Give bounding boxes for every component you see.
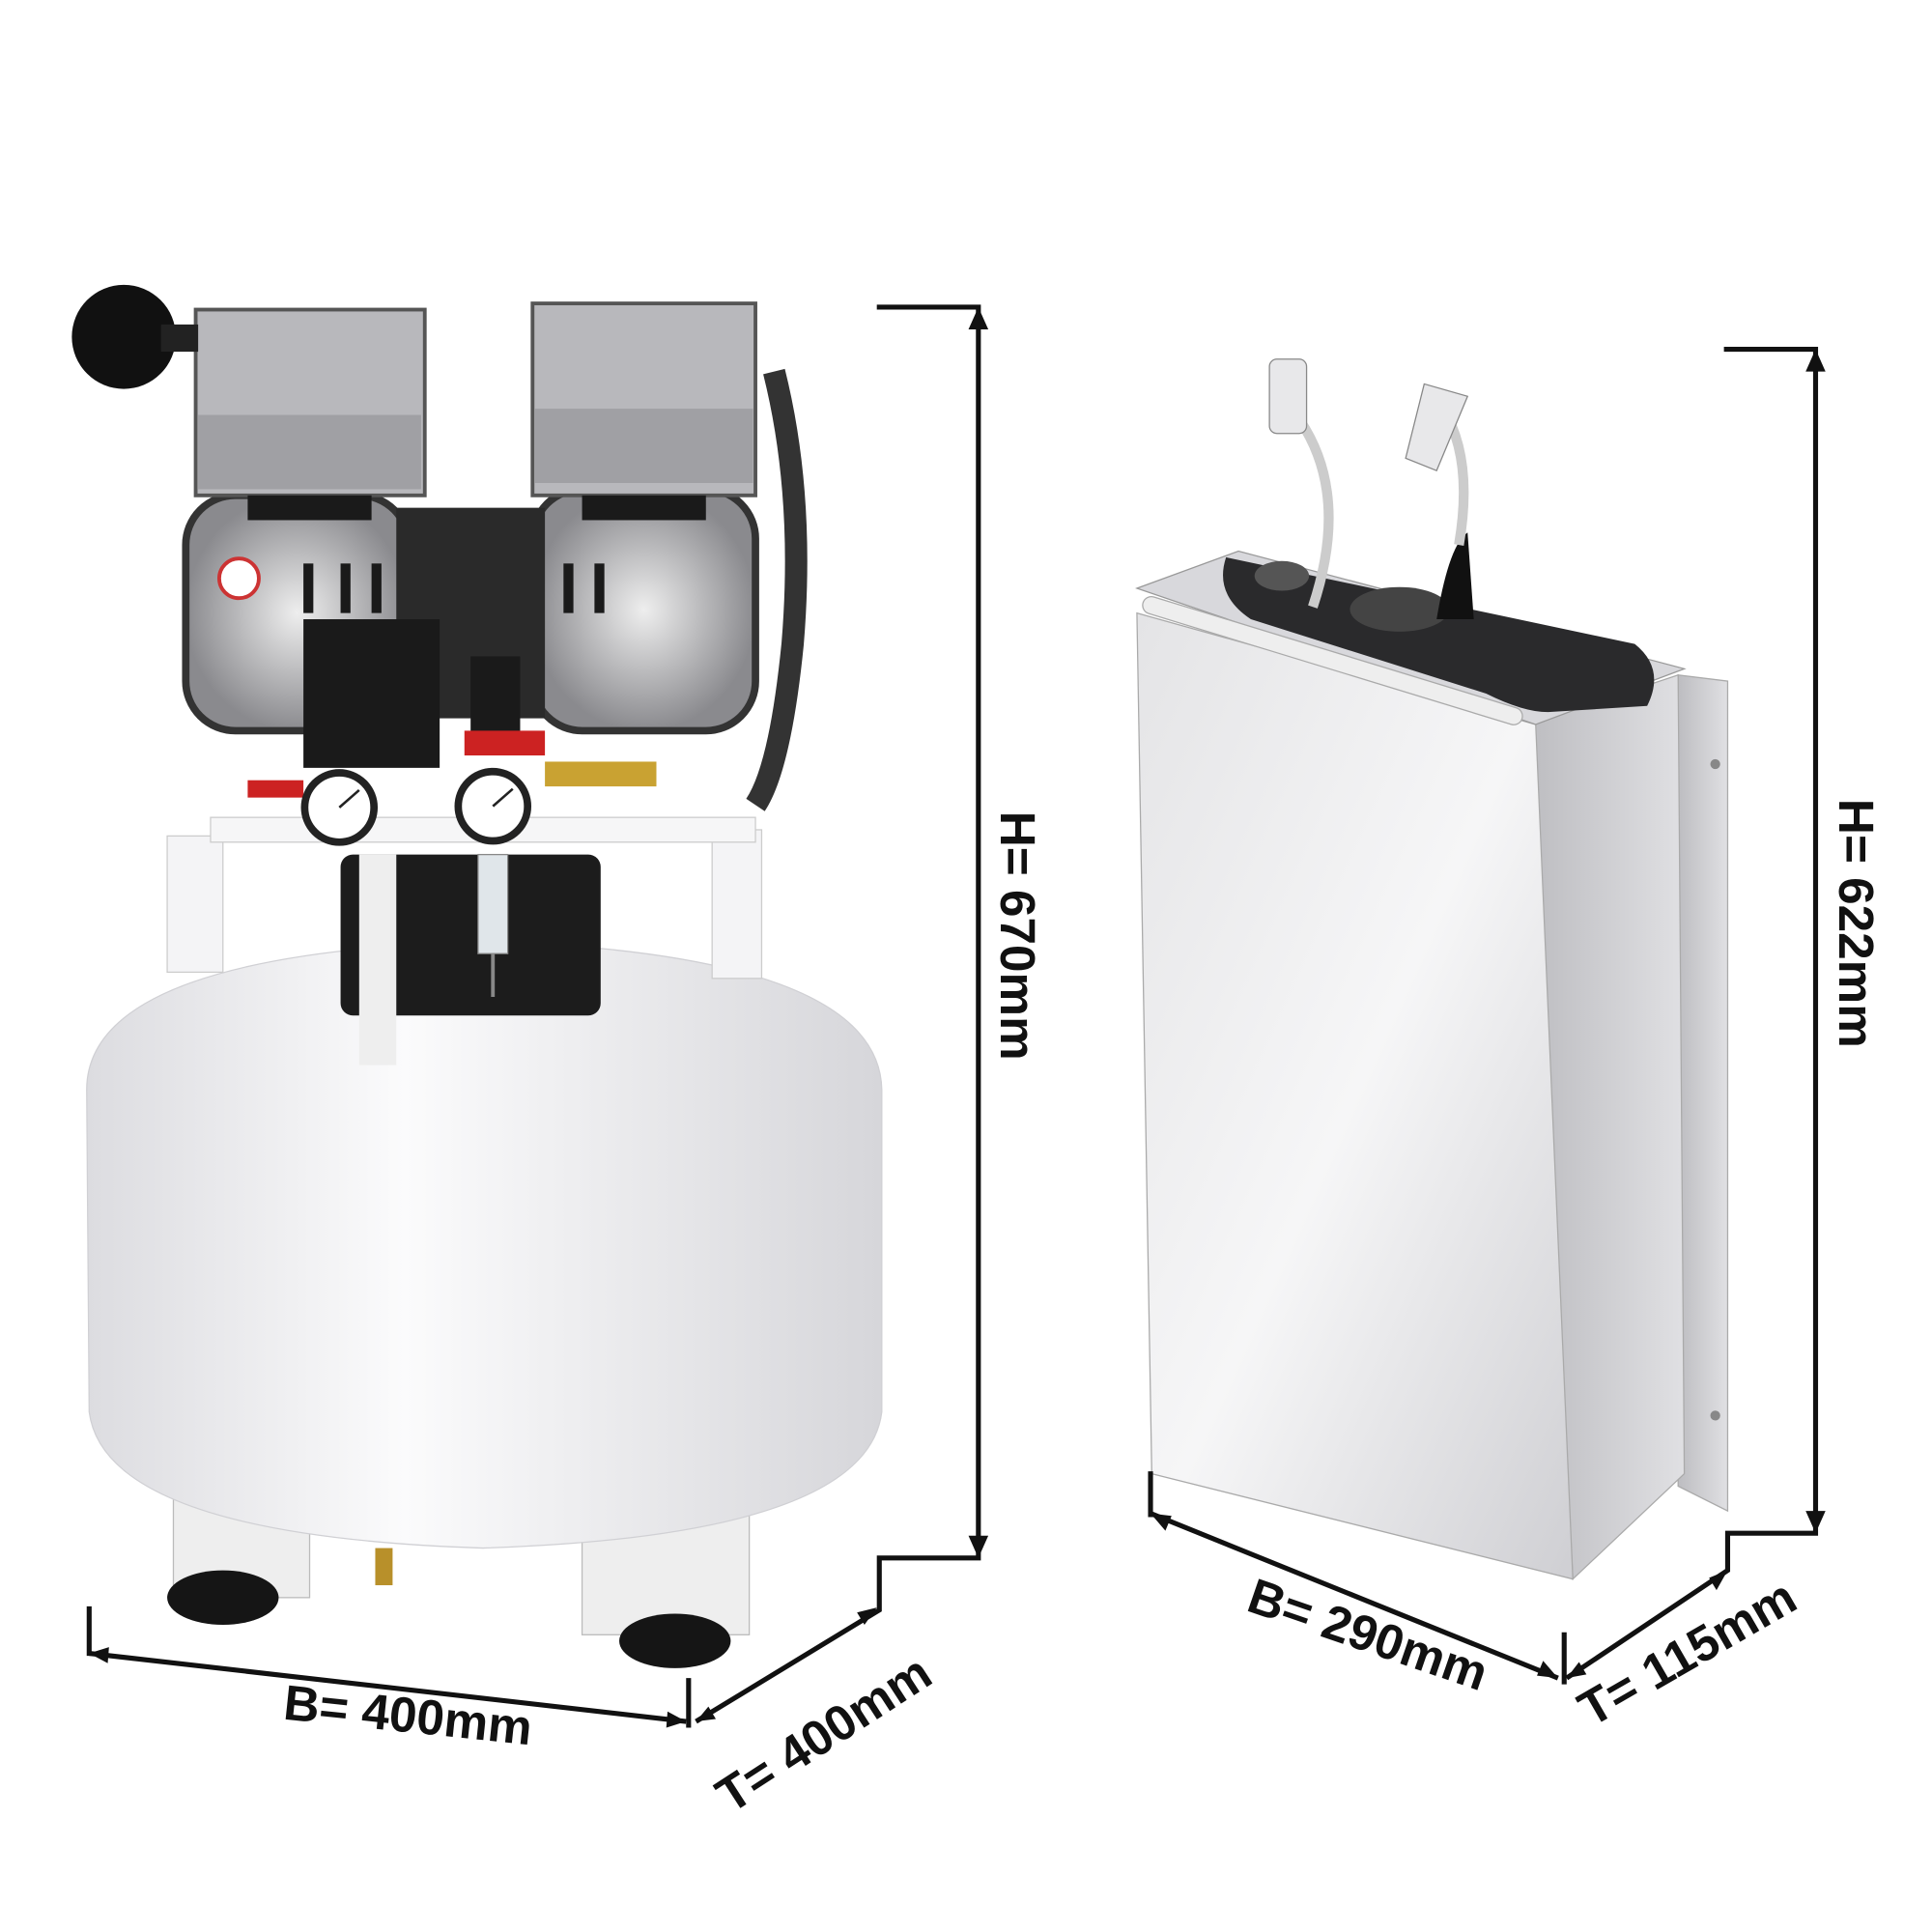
compressor-depth-label: T= 400mm [706,1644,941,1823]
air-filter-icon [71,284,177,389]
wheel-icon [167,1570,279,1626]
sink-dimension-lines [1148,346,1826,1685]
compressor-width-label: B= 400mm [281,1675,534,1756]
compressor-dimension-lines [86,304,989,1728]
sink-height-label: H= 622mm [1829,799,1884,1048]
wheel-icon [619,1613,731,1668]
compressor-image [71,284,883,1668]
drain-icon [1254,560,1310,591]
sink-unit-image [1135,358,1729,1581]
warning-icon [217,556,261,601]
compressor-height-label: H= 670mm [990,811,1045,1061]
faucet-icon [1295,418,1334,609]
